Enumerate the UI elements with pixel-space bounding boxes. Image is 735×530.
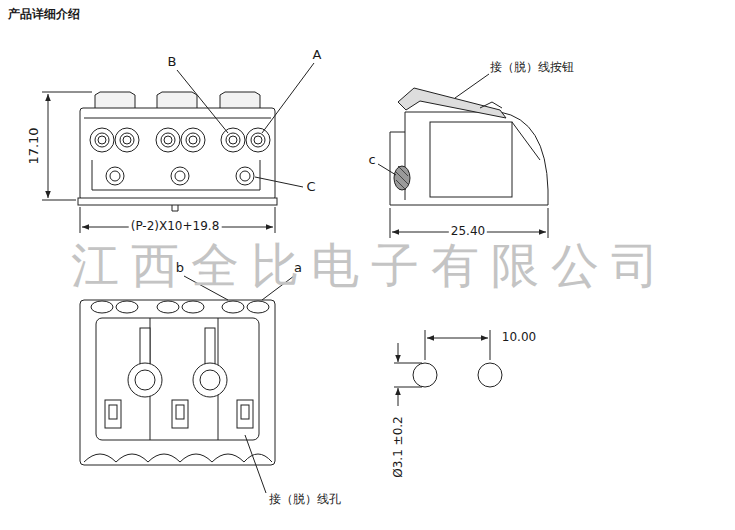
dimension-label: 10.00 [502, 331, 536, 345]
callout-letter: A [313, 48, 322, 63]
part-label: 接（脱）线孔 [269, 493, 341, 507]
callout-letter: B [168, 55, 177, 70]
dimension-label: (P-2)X10+19.8 [129, 220, 222, 234]
dimension-label: Ø3.1 ±0.2 [392, 414, 406, 479]
callout-letter: b [176, 261, 184, 276]
front-view [42, 63, 314, 233]
side-view [378, 74, 548, 238]
dimension-label: 25.40 [449, 225, 487, 239]
hole-pattern [394, 330, 502, 406]
callout-letter: c [368, 153, 375, 168]
callout-letter: C [306, 180, 315, 195]
part-label: 接（脱）线按钮 [490, 61, 574, 75]
page-heading: 产品详细介绍 [8, 8, 80, 22]
callout-letter: a [294, 261, 302, 276]
dimension-label: 17.10 [27, 125, 42, 166]
bottom-view [80, 276, 294, 493]
watermark: 江西全比电子有限公司 [71, 238, 671, 293]
